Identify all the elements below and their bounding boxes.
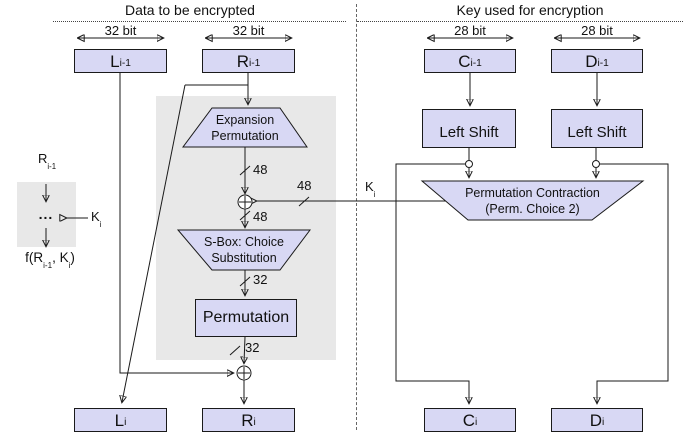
sbox-shape: [176, 229, 311, 271]
register-c-next-label: C: [462, 410, 475, 430]
bus-label-48-expansion: 48: [253, 162, 268, 177]
bit-label-l: 32 bit: [104, 23, 137, 38]
section-divider: [356, 4, 357, 430]
bit-label-r: 32 bit: [232, 23, 265, 38]
perm-contraction-shape: [420, 180, 645, 221]
perm-contraction-label: Permutation Contraction (Perm. Choice 2): [465, 186, 600, 216]
register-l-prev-label: L: [110, 51, 120, 71]
register-c-prev-label: C: [458, 51, 471, 71]
left-shift-label: Left Shift: [567, 124, 627, 141]
header-data: Data to be encrypted: [125, 2, 255, 18]
bus-label-48-key: 48: [297, 178, 312, 193]
left-shift-box-c: Left Shift: [422, 109, 516, 148]
register-d-prev-label: D: [585, 51, 598, 71]
expansion-permutation-shape: [182, 107, 308, 148]
register-r-prev-label: R: [236, 51, 249, 71]
data-wires: [120, 73, 446, 403]
register-d-next-label: D: [589, 410, 602, 430]
bus-label-32-sbox: 32: [253, 272, 268, 287]
left-shift-box-d: Left Shift: [551, 109, 643, 148]
permutation-label: Permutation: [202, 309, 290, 326]
legend-wires: [46, 184, 88, 246]
legend-key: Ki: [91, 209, 102, 229]
register-r-next-label: R: [241, 410, 254, 430]
branch-node-d: [592, 160, 600, 168]
header-underline-left: [53, 21, 346, 22]
bit-label-c: 28 bit: [454, 23, 486, 38]
header-key: Key used for encryption: [456, 2, 604, 18]
left-shift-label: Left Shift: [439, 124, 499, 141]
xor-key-icon: [237, 194, 253, 210]
legend-f-output: f(Ri-1, Ki): [25, 250, 75, 270]
bus-label-48-xor: 48: [253, 209, 268, 224]
legend-r-prev: Ri-1: [37, 151, 57, 171]
bit-label-d: 28 bit: [581, 23, 613, 38]
sbox-label: S-Box: Choice Substitution: [204, 235, 284, 265]
legend-dots: ...: [38, 206, 54, 222]
xor-feistel-icon: [236, 365, 252, 381]
permutation-box: Permutation: [195, 299, 297, 337]
key-wires: [395, 73, 669, 403]
branch-node-c: [465, 160, 473, 168]
key-wire-label: Ki: [365, 179, 376, 199]
header-underline-right: [357, 21, 683, 22]
bus-label-32-perm: 32: [245, 340, 260, 355]
expansion-permutation-label: Expansion Permutation: [211, 113, 279, 143]
register-l-next-label: L: [114, 410, 125, 430]
bus-tick-icons: [229, 165, 310, 356]
